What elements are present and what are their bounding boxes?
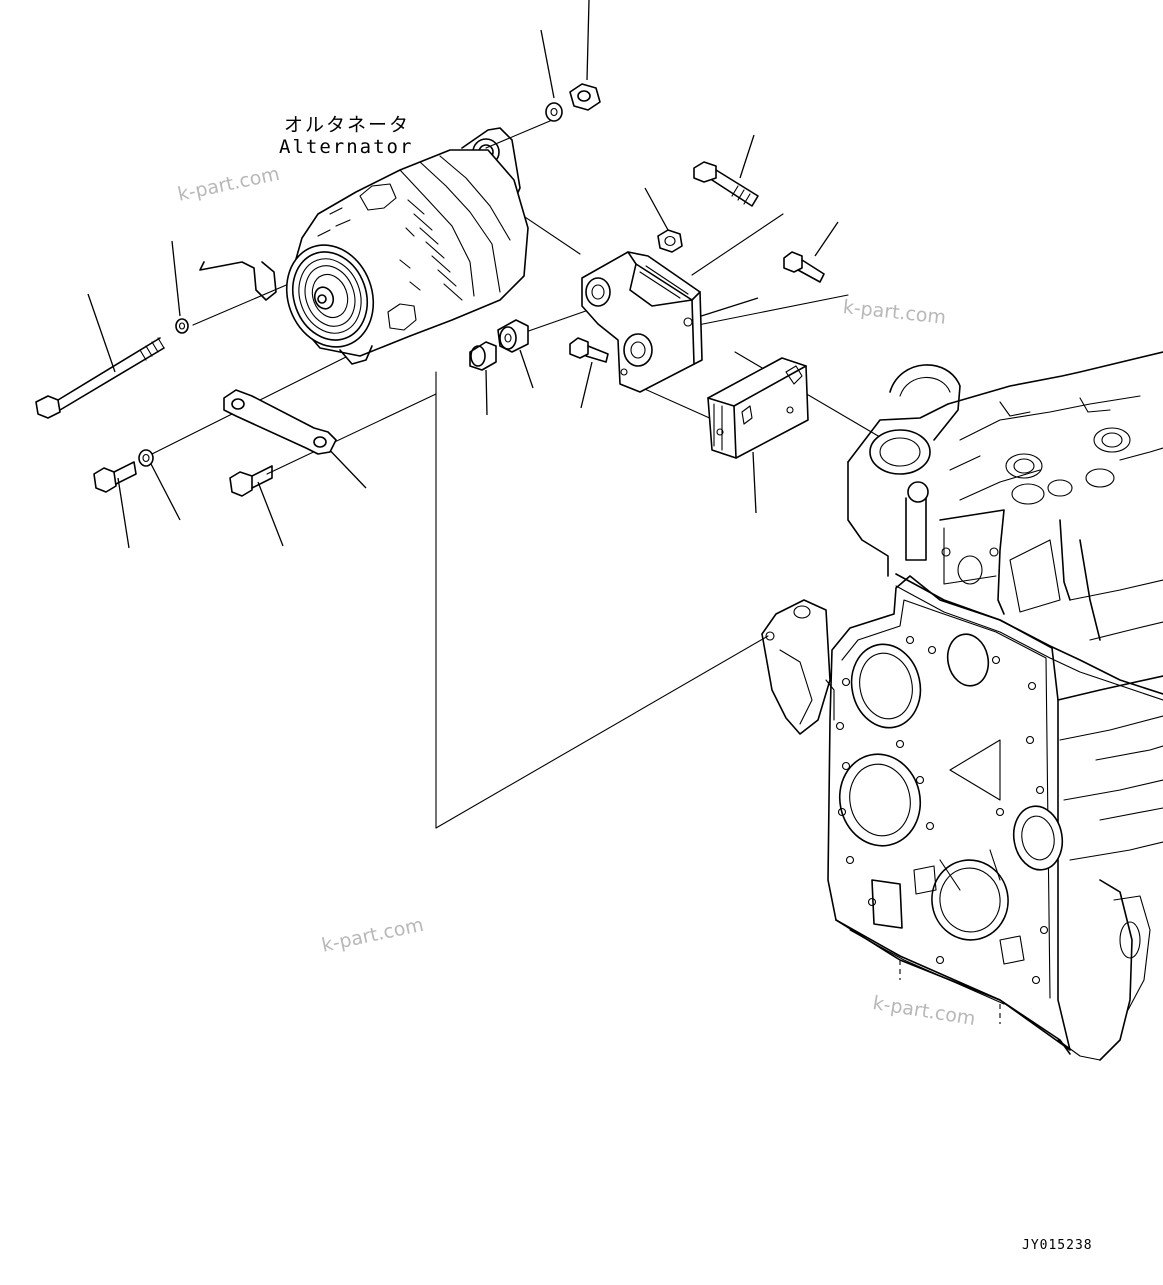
small-nut bbox=[175, 318, 189, 334]
engine-block bbox=[761, 351, 1163, 1061]
spacer-block bbox=[707, 357, 809, 459]
long-bolt bbox=[35, 337, 165, 419]
bolt-lower-left bbox=[93, 461, 137, 493]
part-label-english: Alternator bbox=[279, 136, 414, 158]
alternator-bracket bbox=[581, 251, 703, 393]
top-nut bbox=[569, 83, 601, 111]
link-plate bbox=[223, 389, 337, 455]
top-washer bbox=[545, 102, 563, 122]
spacer-left bbox=[469, 341, 497, 371]
bolt-bracket bbox=[569, 337, 609, 363]
bolt-right bbox=[783, 251, 825, 283]
bolt-upper bbox=[693, 161, 759, 207]
alternator-assembly bbox=[199, 127, 529, 365]
spacer-right bbox=[497, 319, 529, 353]
part-label-japanese: オルタネータ bbox=[284, 114, 411, 136]
washer-lower bbox=[138, 449, 154, 467]
nut-middle bbox=[657, 229, 683, 253]
drawing-code: JY015238 bbox=[1022, 1238, 1093, 1253]
bolt-lower-mid bbox=[229, 465, 273, 497]
